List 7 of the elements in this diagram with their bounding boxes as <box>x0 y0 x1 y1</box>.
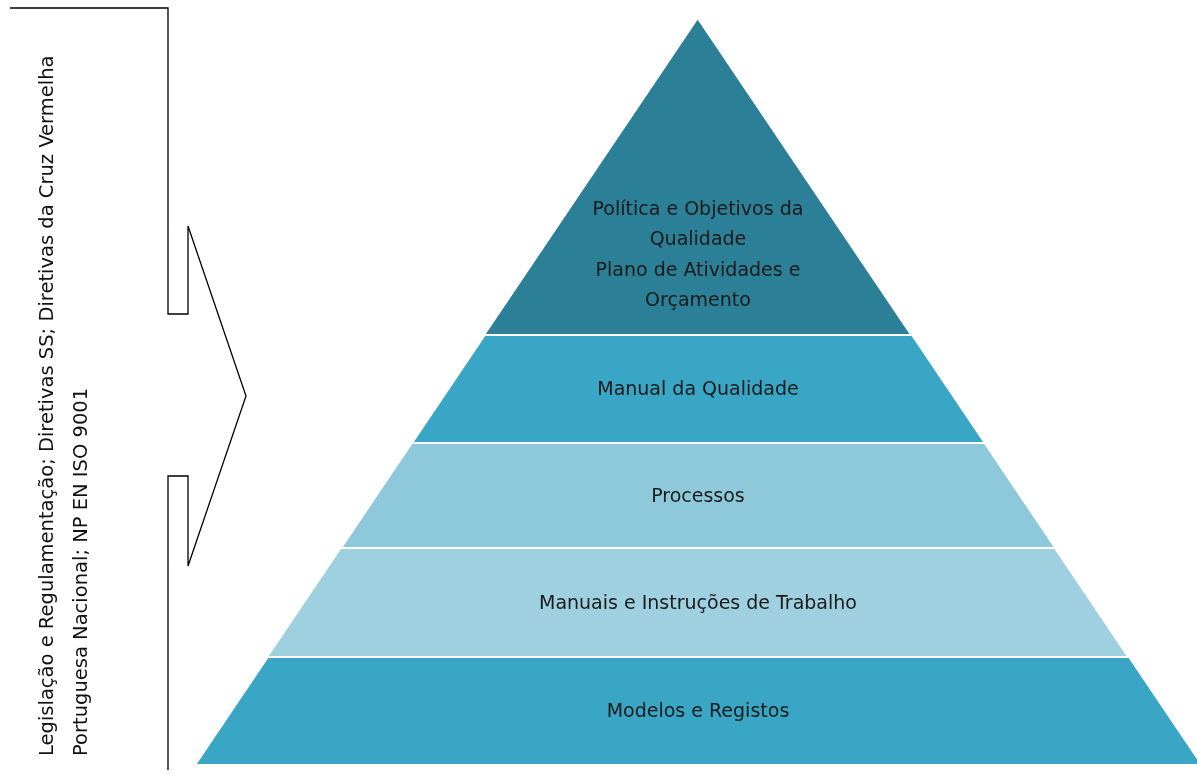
callout-text: Legislação e Regulamentação; Diretivas SS; Diretivas da Cruz Vermelha Portuguesa Nacional; NP EN ISO 9001 <box>34 54 93 756</box>
tier-label: Processos <box>650 482 746 508</box>
tier-label: Política e Objetivos da Qualidade <box>591 196 805 252</box>
tier-label: Manuais e Instruções de Trabalho <box>538 589 858 615</box>
tier-label: Manual da Qualidade <box>596 376 800 401</box>
tier-label: Plano de Atividades e Orçamento <box>594 256 802 313</box>
tier-label: Modelos e Registos <box>605 698 791 723</box>
